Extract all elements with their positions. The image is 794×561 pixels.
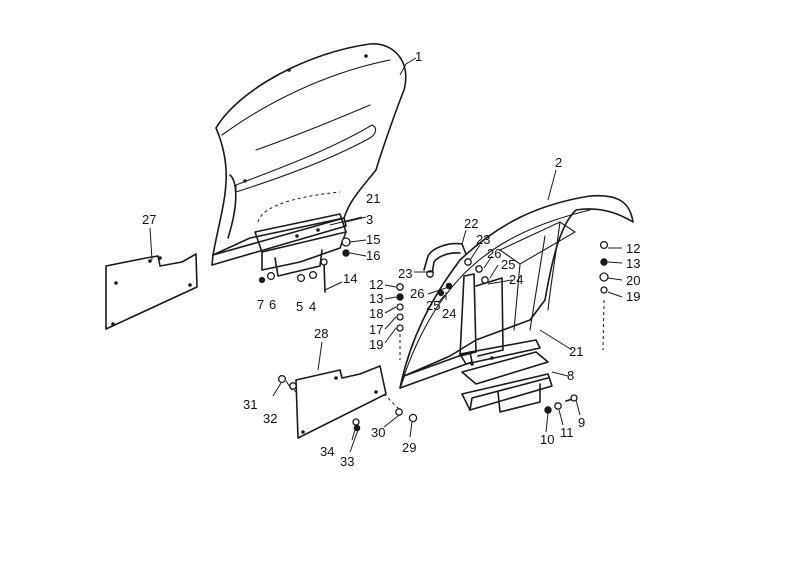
label-13-right: 13 bbox=[626, 256, 640, 271]
label-24-left: 24 bbox=[442, 306, 456, 321]
label-33: 33 bbox=[340, 454, 354, 469]
label-12-left: 12 bbox=[369, 277, 383, 292]
label-9: 9 bbox=[578, 415, 585, 430]
label-19-right: 19 bbox=[626, 289, 640, 304]
label-7: 7 bbox=[257, 297, 264, 312]
part-27-left-panel bbox=[105, 253, 198, 330]
label-27: 27 bbox=[142, 212, 156, 227]
part-8-right-bracket bbox=[459, 273, 553, 413]
label-3: 3 bbox=[366, 212, 373, 227]
label-25-right: 25 bbox=[501, 257, 515, 272]
label-16: 16 bbox=[366, 248, 380, 263]
label-29: 29 bbox=[402, 440, 416, 455]
label-19-left: 19 bbox=[369, 337, 383, 352]
label-32: 32 bbox=[263, 411, 277, 426]
label-24-right: 24 bbox=[509, 272, 523, 287]
label-1: 1 bbox=[415, 49, 422, 64]
label-11: 11 bbox=[560, 425, 574, 440]
label-20: 20 bbox=[626, 273, 640, 288]
label-21-right: 21 bbox=[569, 344, 583, 359]
label-30: 30 bbox=[371, 425, 385, 440]
leader-lines bbox=[149, 57, 623, 453]
part-number-labels: 1 2 3 4 5 6 7 8 9 10 11 12 12 13 13 14 1… bbox=[142, 49, 640, 469]
label-15: 15 bbox=[366, 232, 380, 247]
label-2: 2 bbox=[555, 155, 562, 170]
label-5: 5 bbox=[296, 299, 303, 314]
part-3-left-bracket bbox=[254, 213, 347, 277]
label-18: 18 bbox=[369, 306, 383, 321]
label-8: 8 bbox=[567, 368, 574, 383]
label-14: 14 bbox=[343, 271, 357, 286]
part-1-left-shield bbox=[211, 43, 407, 266]
label-12-right: 12 bbox=[626, 241, 640, 256]
label-17: 17 bbox=[369, 322, 383, 337]
label-23-top: 23 bbox=[476, 232, 490, 247]
label-10: 10 bbox=[540, 432, 554, 447]
label-13-left: 13 bbox=[369, 291, 383, 306]
label-22: 22 bbox=[464, 216, 478, 231]
label-6: 6 bbox=[269, 297, 276, 312]
label-34: 34 bbox=[320, 444, 334, 459]
label-4: 4 bbox=[309, 299, 316, 314]
label-26-left: 26 bbox=[410, 286, 424, 301]
label-26-right: 26 bbox=[487, 246, 501, 261]
label-21-left: 21 bbox=[366, 191, 380, 206]
left-hardware bbox=[258, 237, 351, 293]
right-hardware bbox=[396, 240, 609, 414]
lower-hardware bbox=[277, 374, 418, 432]
label-23-left: 23 bbox=[398, 266, 412, 281]
label-31: 31 bbox=[243, 397, 257, 412]
label-25-left: 25 bbox=[426, 298, 440, 313]
label-28: 28 bbox=[314, 326, 328, 341]
